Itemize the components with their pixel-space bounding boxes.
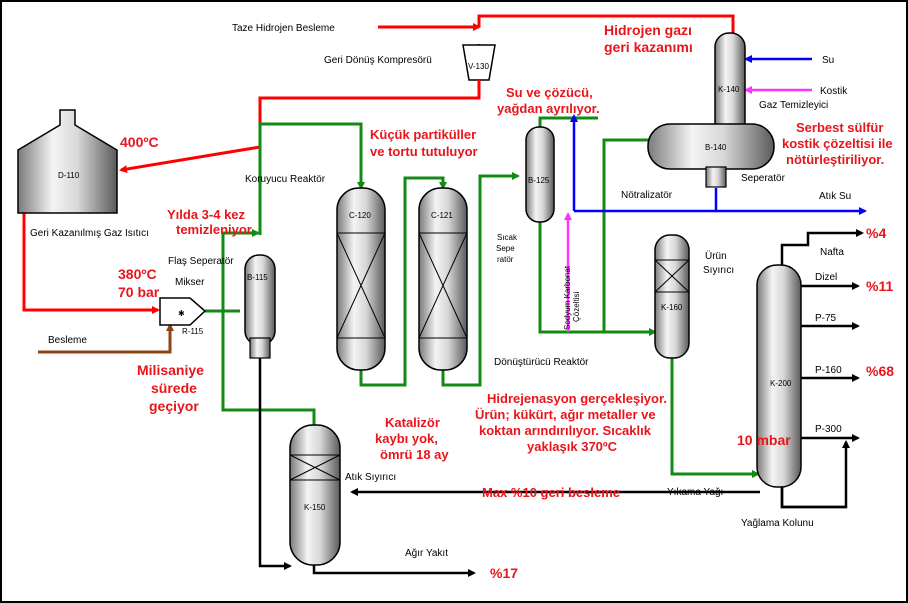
tag-k140: K-140 — [718, 85, 740, 94]
reactor-c121: C-121 — [418, 187, 468, 371]
tag-k160: K-160 — [661, 303, 683, 312]
flash-separator-b115: B-115 — [244, 254, 276, 359]
note-hydrogenation: Hidrejenasyon gerçekleşiyor.Ürün; kükürt… — [475, 391, 667, 454]
label-lube-column: Yağlama Kolunu — [741, 518, 814, 529]
label-p160: P-160 — [815, 365, 842, 376]
hot-separator-b125: B-125 — [525, 126, 555, 223]
label-heavy-fuel: Ağır Yakıt — [405, 548, 448, 559]
label-guard-reactor: Koruyucu Reaktör — [245, 174, 326, 185]
label-sodium-carbonate: Sodyum KarbonatÇözeltisi — [563, 265, 581, 330]
naphtha-line — [780, 229, 864, 268]
b125-to-scrubber-line — [602, 138, 650, 332]
feed-lines — [38, 323, 174, 354]
label-mixer: Mikser — [175, 277, 205, 288]
tag-d110: D-110 — [58, 171, 80, 180]
flash-bottom-to-k150-line — [258, 358, 292, 570]
label-caustic: Kostik — [820, 86, 848, 97]
label-waste-stripper: Atık Sıyırıcı — [345, 472, 396, 483]
b125-top-line — [538, 116, 598, 127]
tag-b140: B-140 — [705, 143, 727, 152]
reactor-c120: C-120 — [336, 187, 386, 371]
tag-k200: K-200 — [770, 379, 792, 388]
tag-k150: K-150 — [304, 503, 326, 512]
tag-b125: B-125 — [528, 176, 550, 185]
c121-to-b125-line — [441, 172, 520, 387]
caustic-lines — [564, 86, 812, 332]
pct-heavy: %17 — [490, 565, 518, 581]
heater-to-mixer-line — [22, 180, 160, 314]
tag-c121: C-121 — [431, 211, 453, 220]
label-separator: Seperatör — [741, 173, 786, 184]
pct-naphtha: %4 — [866, 225, 886, 241]
label-wash-oil: Yıkama Yağı — [667, 487, 723, 498]
label-feed: Besleme — [48, 335, 87, 346]
feed-line — [38, 323, 174, 354]
gas-scrubber-k140: K-140 — [714, 32, 746, 139]
label-naphtha: Nafta — [820, 247, 844, 258]
h2-recovery-line — [477, 14, 735, 38]
water-lines — [570, 55, 867, 215]
tag-c120: C-120 — [349, 211, 371, 220]
b125-to-k160-line — [538, 222, 657, 336]
label-flash-separator: Flaş Seperatör — [168, 256, 234, 267]
note-water-solvent: Su ve çözücü,yağdan ayrılıyor. — [497, 85, 600, 116]
label-recycle-compressor: Geri Dönüş Kompresörü — [324, 55, 432, 66]
label-fresh-h2-feed: Taze Hidrojen Besleme — [232, 23, 335, 34]
product-stripper-k160: K-160 — [654, 234, 690, 359]
k160-wash-oil-line — [670, 358, 760, 478]
pct-diesel: %11 — [866, 278, 893, 294]
label-waste-water: Atık Su — [819, 191, 851, 202]
label-neutralizer: Nötralizatör — [621, 190, 673, 201]
flash-to-c120-line — [258, 122, 365, 235]
note-vacuum: 10 mbar — [737, 432, 791, 448]
note-recycle-feed: Max %10 geri besleme — [482, 485, 620, 500]
label-p300: P-300 — [815, 424, 842, 435]
process-lines — [205, 116, 760, 478]
tag-v130: V-130 — [468, 62, 489, 71]
heater-d110: D-110 — [17, 109, 118, 214]
separator-b140: B-140 — [647, 123, 775, 188]
mixer-symbol: ✱ — [178, 309, 185, 318]
note-temp-400: 400ºC — [120, 134, 159, 150]
bottom-line — [780, 484, 846, 509]
mixer-r115: ✱ R-115 — [159, 297, 207, 336]
tag-b115: B-115 — [247, 273, 268, 282]
tag-r115: R-115 — [182, 327, 204, 336]
label-diesel: Dizel — [815, 272, 837, 283]
label-recycled-gas-heater: Geri Kazanılmış Gaz Isıtıcı — [30, 228, 149, 239]
label-gas-scrubber: Gaz Temizleyici — [759, 100, 828, 111]
label-water: Su — [822, 55, 834, 66]
label-converter-reactor: Dönüştürücü Reaktör — [494, 357, 589, 368]
c120-to-c121-line — [359, 176, 447, 387]
k150-recycle-to-flash-line — [221, 229, 316, 425]
waste-stripper-k150: K-150 — [289, 424, 341, 566]
column-k200: K-200 — [756, 264, 802, 488]
product-lines — [258, 229, 864, 577]
compressor-v130: V-130 — [462, 44, 496, 98]
pct-lube: %68 — [866, 363, 894, 379]
label-p75: P-75 — [815, 313, 837, 324]
